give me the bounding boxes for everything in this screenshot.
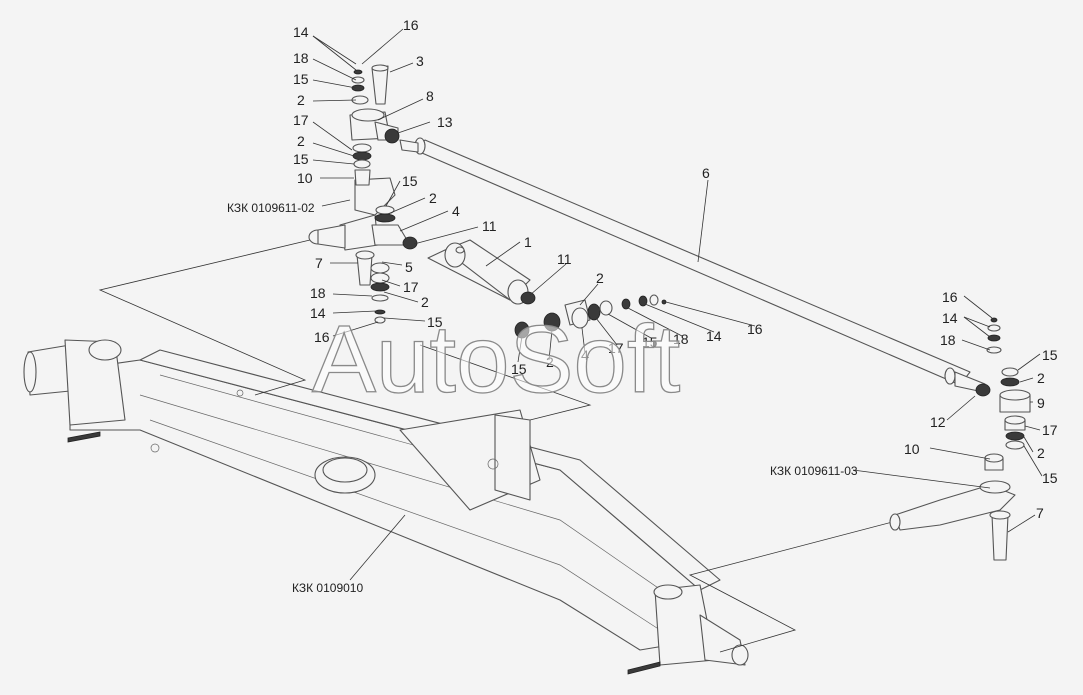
label-2: 2 [596, 270, 604, 286]
label-6: 6 [702, 165, 710, 181]
label-13: 13 [437, 114, 453, 130]
label-15: 15 [293, 71, 309, 87]
label-18: 18 [310, 285, 326, 301]
label-16: 16 [747, 321, 763, 337]
label-3: 3 [416, 53, 424, 69]
label-2: 2 [546, 354, 554, 370]
label-7: 7 [315, 255, 323, 271]
labels-top-left-column: 14 18 15 2 17 2 15 10 [293, 24, 313, 186]
label-2: 2 [429, 190, 437, 206]
labels-cylinder-area: 15 2 4 11 1 7 5 17 18 2 14 15 16 [310, 173, 532, 345]
label-15: 15 [511, 361, 527, 377]
label-2: 2 [421, 294, 429, 310]
label-17: 17 [608, 340, 624, 356]
label-15: 15 [1042, 347, 1058, 363]
label-14: 14 [942, 310, 958, 326]
right-pin-stack [975, 317, 1031, 450]
label-11: 11 [482, 218, 497, 234]
label-15: 15 [427, 314, 443, 330]
label-17: 17 [293, 112, 309, 128]
label-18: 18 [293, 50, 309, 66]
label-15: 15 [293, 151, 309, 167]
label-11: 11 [557, 251, 572, 267]
label-2: 2 [297, 133, 305, 149]
axle-beam [23, 339, 749, 675]
label-14: 14 [293, 24, 309, 40]
label-2: 2 [297, 92, 305, 108]
leader-lines [312, 28, 1043, 581]
label-15: 15 [642, 334, 658, 350]
label-7: 7 [1036, 505, 1044, 521]
label-10: 10 [297, 170, 313, 186]
label-2: 2 [1037, 370, 1045, 386]
label-16: 16 [314, 329, 330, 345]
label-15: 15 [402, 173, 418, 189]
top-left-pin-stack [349, 64, 400, 186]
right-knuckle [889, 453, 1016, 561]
label-16: 16 [403, 17, 419, 33]
label-4: 4 [452, 203, 460, 219]
label-2: 2 [1037, 445, 1045, 461]
label-17: 17 [1042, 422, 1058, 438]
label-10: 10 [904, 441, 920, 457]
label-1: 1 [524, 234, 532, 250]
right-knuckle-code: КЗК 0109611-03 [770, 464, 858, 478]
middle-lever [370, 205, 418, 324]
label-14: 14 [706, 328, 722, 344]
labels-rod-parts: 11 2 15 2 4 17 15 18 14 16 [511, 251, 763, 377]
label-5: 5 [405, 259, 413, 275]
left-knuckle [308, 177, 396, 286]
label-18: 18 [940, 332, 956, 348]
labels-right-column: 16 14 18 15 2 9 12 17 2 10 15 7 [904, 289, 1058, 521]
label-12: 12 [930, 414, 946, 430]
label-14: 14 [310, 305, 326, 321]
labels-top-left-right: 16 3 8 13 [403, 17, 453, 130]
left-knuckle-code: КЗК 0109611-02 [227, 201, 315, 215]
label-4: 4 [581, 347, 589, 363]
assembly-guide-lines [98, 239, 901, 653]
axle-code: КЗК 0109010 [292, 581, 363, 595]
label-16: 16 [942, 289, 958, 305]
watermark: AutoSoft [312, 306, 680, 413]
label-17: 17 [403, 279, 419, 295]
hydraulic-cylinder [427, 239, 667, 339]
label-8: 8 [426, 88, 434, 104]
label-15: 15 [1042, 470, 1058, 486]
label-18: 18 [673, 331, 689, 347]
label-9: 9 [1037, 395, 1045, 411]
